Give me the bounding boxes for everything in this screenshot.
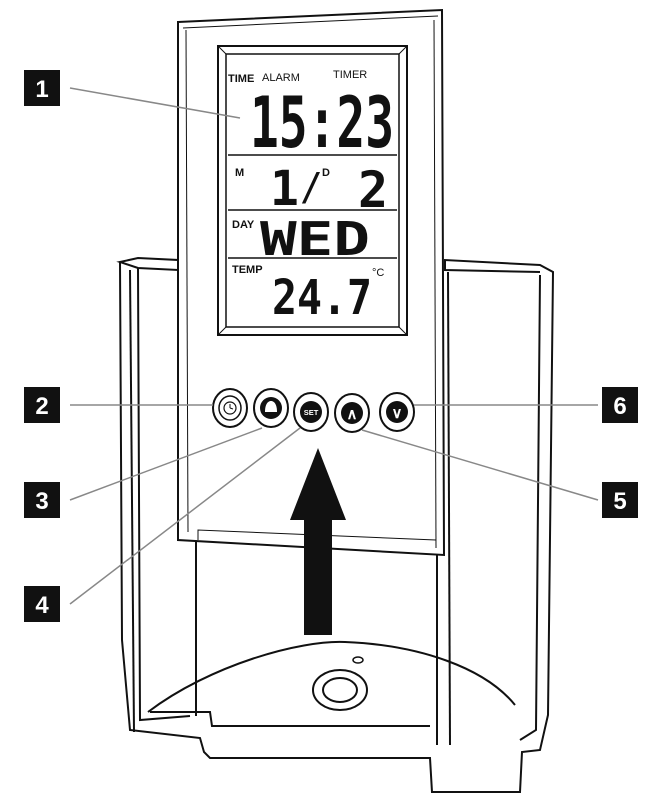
button-alarm[interactable] (253, 388, 289, 428)
time-label: TIME (228, 73, 254, 85)
temp-unit: °C (372, 267, 384, 279)
day-label: D (322, 167, 330, 179)
alarm-bell-icon (265, 401, 277, 412)
button-set[interactable]: SET (293, 392, 329, 432)
button-up[interactable]: ∧ (334, 393, 370, 433)
weekday-value: WED (260, 212, 370, 266)
alarm-label: ALARM (262, 72, 300, 84)
device-base (116, 256, 555, 793)
insert-arrow (290, 448, 346, 635)
callout-6: 6 (602, 387, 638, 423)
svg-text:4: 4 (35, 592, 49, 619)
svg-text:2: 2 (35, 393, 48, 420)
lcd-bezel (217, 45, 408, 336)
callout-1: 1 (24, 70, 60, 106)
date-slash: / (300, 165, 323, 209)
weekday-label: DAY (232, 219, 255, 231)
base-button (312, 656, 368, 711)
timer-label: TIMER (333, 69, 367, 81)
svg-text:1: 1 (35, 76, 48, 103)
callout-2: 2 (24, 387, 60, 423)
svg-text:3: 3 (35, 488, 48, 515)
svg-text:5: 5 (613, 488, 626, 515)
callout-4: 4 (24, 586, 60, 622)
down-arrow-icon: ∨ (392, 405, 403, 422)
button-clock[interactable] (212, 388, 248, 428)
month-label: M (235, 167, 244, 179)
clock-icon (223, 401, 237, 415)
time-value: 15:23 (250, 82, 394, 164)
leader-lines (69, 87, 599, 605)
temp-label: TEMP (232, 264, 263, 276)
set-label: SET (304, 408, 319, 417)
button-down[interactable]: ∨ (379, 392, 415, 432)
svg-text:6: 6 (613, 393, 626, 420)
month-value: 1 (270, 161, 299, 217)
day-value: 2 (358, 161, 388, 219)
up-arrow-icon: ∧ (347, 406, 358, 423)
callout-5: 5 (602, 482, 638, 518)
temp-value: 24.7 (272, 270, 372, 326)
callout-3: 3 (24, 482, 60, 518)
